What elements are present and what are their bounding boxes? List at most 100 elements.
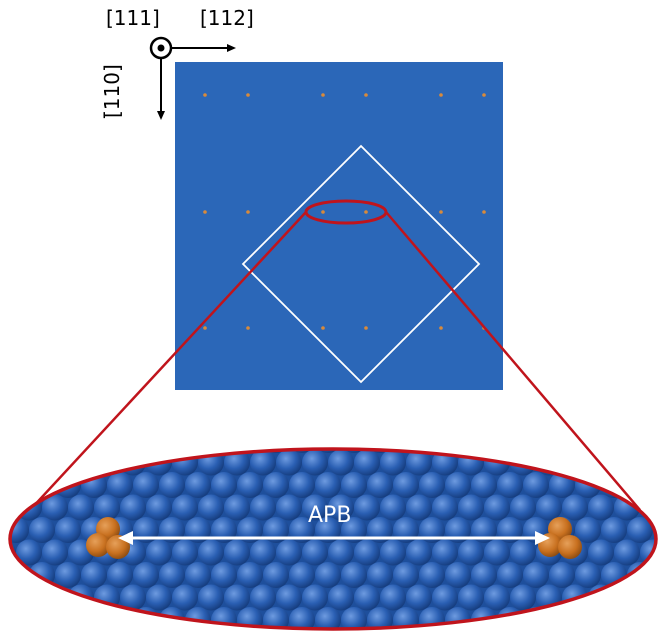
atom [10,517,29,543]
zoom-ellipse-outline [8,447,658,631]
atom [575,562,601,588]
defect-marker [364,326,368,330]
atom [614,449,640,476]
atom [614,539,640,566]
atom [406,449,432,476]
atom [94,494,120,521]
atom [10,472,29,498]
atom [445,449,471,453]
atom [510,584,536,611]
atom [107,472,133,498]
atom [601,449,627,453]
defect-marker [439,93,443,97]
atom [497,472,523,498]
rotated-cell-outline [241,144,481,384]
atom [406,539,432,566]
atom [328,539,354,566]
atom [224,584,250,611]
atom [445,472,471,498]
atom [458,494,484,521]
atom [484,584,510,611]
atom [432,584,458,611]
atom [0,607,3,631]
atom [289,472,315,498]
atom [367,562,393,588]
atom [523,472,549,498]
atom [302,584,328,611]
atom [107,562,133,588]
atom [302,539,328,566]
defect-marker [246,326,250,330]
atom [263,472,289,498]
atom [55,607,81,629]
atom [211,472,237,498]
atom [588,539,614,566]
atom [653,562,656,588]
atom [341,562,367,588]
apb-arrowhead-left [118,531,133,545]
atom [471,562,497,588]
atom [159,472,185,498]
atom [601,607,627,629]
defect-marker [203,93,207,97]
atom [471,472,497,498]
atom [29,449,55,453]
atom [575,607,601,629]
atom [419,449,445,453]
atom [146,584,172,611]
atom [419,472,445,498]
atom [653,472,656,498]
atom [354,449,380,476]
defect-marker [321,326,325,330]
zoom-line-left [29,211,307,511]
atom [627,517,653,543]
atom [42,494,68,521]
atom [172,584,198,611]
atom [10,449,16,476]
atom [133,449,159,453]
atom [406,494,432,521]
atom [510,494,536,521]
atom [10,607,29,629]
atom [16,584,42,611]
atom [16,449,42,476]
atom [224,494,250,521]
axis-label-111: [111] [106,6,160,30]
atom [367,472,393,498]
atom [16,539,42,566]
coordinate-axes [149,36,236,120]
atom [653,607,656,629]
atom [133,472,159,498]
axis-arrow-right-icon [171,44,236,52]
atom [640,584,656,611]
defect-markers [203,93,486,330]
atom [133,562,159,588]
atom [302,449,328,476]
atom [276,584,302,611]
atom [601,517,627,543]
defect-marker [364,93,368,97]
atom [0,472,3,498]
atom [575,517,601,543]
atom [341,607,367,629]
atom [471,449,497,453]
atom [458,449,484,476]
defect-marker [439,326,443,330]
atom [627,472,653,498]
defect-marker [203,210,207,214]
defect-atom [558,535,582,559]
atom [549,562,575,588]
atom [10,494,16,521]
atom [55,449,81,453]
atom [172,494,198,521]
atom [263,562,289,588]
atom [10,449,29,453]
zoomed-atomic-view [0,447,658,631]
atom [29,517,55,543]
atom [315,562,341,588]
atom [159,562,185,588]
atom [0,517,3,543]
atom [211,562,237,588]
defect-atom [106,535,130,559]
zoom-line-right [385,211,641,511]
